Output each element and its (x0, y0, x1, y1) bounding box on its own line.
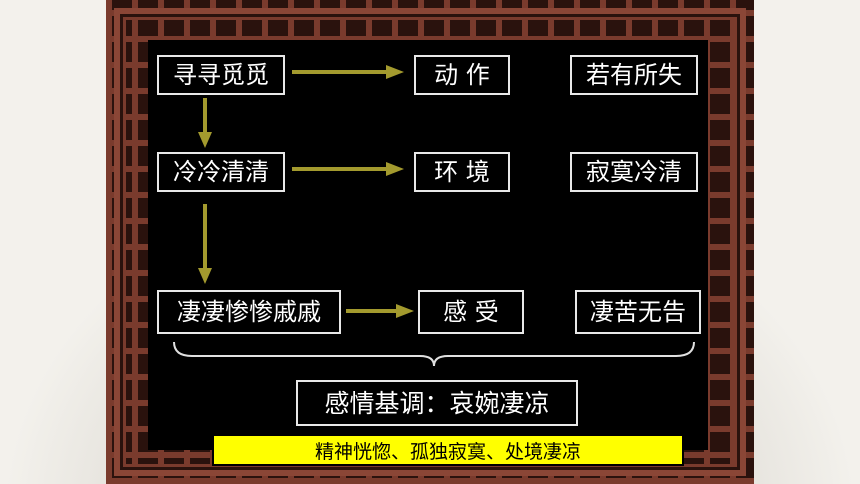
row3-right-box: 凄苦无告 (575, 290, 701, 334)
row1-arrow-icon (292, 64, 404, 80)
row2-right-box: 寂寞冷清 (570, 152, 698, 192)
row2-mid-box: 环 境 (414, 152, 510, 192)
row3-arrow-icon (346, 303, 414, 319)
down-arrow-1-icon (197, 98, 213, 148)
row2-arrow-icon (292, 161, 404, 177)
footer-highlight-bar: 精神恍惚、孤独寂寞、处境凄凉 (212, 434, 684, 466)
row2-left-box: 冷冷清清 (157, 152, 285, 192)
row3-mid-box: 感 受 (418, 290, 524, 334)
row1-left-box: 寻寻觅觅 (157, 55, 285, 95)
curly-brace-icon (172, 340, 696, 368)
row1-mid-box: 动 作 (414, 55, 510, 95)
down-arrow-2-icon (197, 204, 213, 284)
row1-right-box: 若有所失 (570, 55, 698, 95)
row3-left-box: 凄凄惨惨戚戚 (157, 290, 341, 334)
lattice-inner-border (114, 8, 746, 476)
summary-box: 感情基调：哀婉凄凉 (296, 380, 578, 426)
